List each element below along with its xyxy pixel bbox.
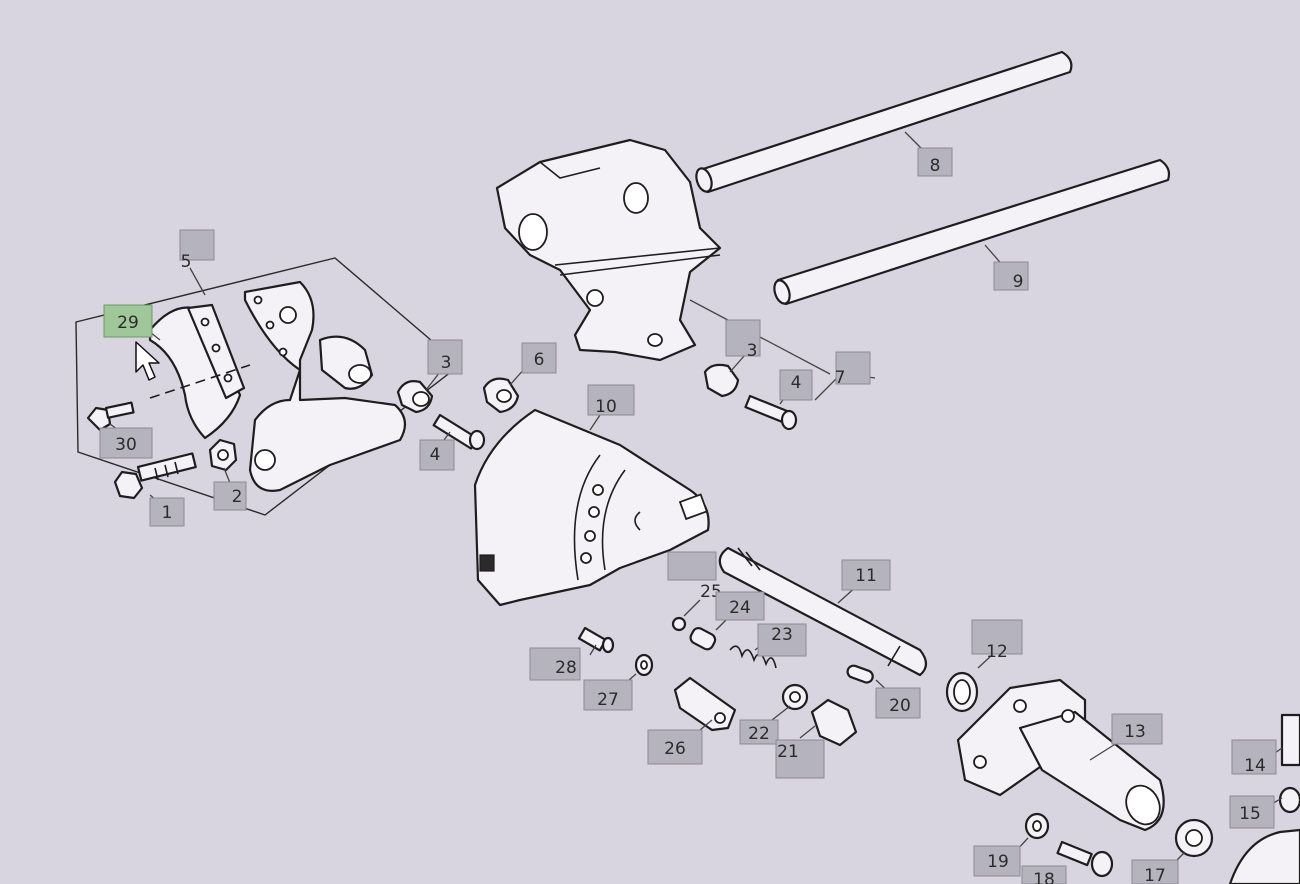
callout-11[interactable]: 11 xyxy=(841,559,891,591)
callout-8[interactable]: 8 xyxy=(917,147,953,177)
callout-4-right[interactable]: 4 xyxy=(779,369,813,401)
svg-text:17: 17 xyxy=(1144,866,1166,884)
part-16-housing-edge xyxy=(1228,828,1300,884)
part-11-shaft xyxy=(718,546,928,677)
callout-12[interactable]: 12 xyxy=(971,619,1023,662)
svg-text:12: 12 xyxy=(986,642,1008,662)
part-24-plug xyxy=(689,627,717,651)
svg-text:26: 26 xyxy=(664,739,686,759)
part-10-sector xyxy=(473,408,710,607)
callout-24[interactable]: 24 xyxy=(715,591,765,621)
part-19-washer xyxy=(1024,812,1050,840)
callout-27[interactable]: 27 xyxy=(583,679,633,711)
svg-text:5: 5 xyxy=(181,252,192,272)
part-23-spring xyxy=(729,645,777,669)
callout-15[interactable]: 15 xyxy=(1229,795,1275,829)
callout-14[interactable]: 14 xyxy=(1231,739,1277,776)
callout-1[interactable]: 1 xyxy=(149,497,185,527)
callout-9[interactable]: 9 xyxy=(993,261,1029,292)
svg-text:9: 9 xyxy=(1013,272,1024,292)
callout-29[interactable]: 29 xyxy=(103,304,153,338)
callout-10[interactable]: 10 xyxy=(587,384,635,417)
svg-text:4: 4 xyxy=(430,445,441,465)
part-30-bolt xyxy=(86,401,135,432)
part-15-washer xyxy=(1278,786,1300,814)
part-7-housing xyxy=(495,138,722,362)
svg-text:27: 27 xyxy=(597,690,619,710)
part-14-bolt xyxy=(1280,713,1300,767)
callout-2[interactable]: 2 xyxy=(213,481,247,511)
part-22-washer xyxy=(781,683,809,711)
svg-text:1: 1 xyxy=(162,503,173,523)
callout-3-right[interactable]: 3 xyxy=(725,319,761,361)
svg-text:28: 28 xyxy=(555,658,577,678)
callout-17[interactable]: 17 xyxy=(1131,859,1179,884)
svg-text:6: 6 xyxy=(534,350,545,370)
part-21-plug xyxy=(810,698,858,747)
svg-text:29: 29 xyxy=(117,313,139,333)
part-8-rod xyxy=(695,50,1073,194)
part-26-fitting xyxy=(673,676,737,732)
svg-text:2: 2 xyxy=(232,487,243,507)
callout-23[interactable]: 23 xyxy=(757,623,807,657)
svg-text:15: 15 xyxy=(1239,804,1261,824)
callout-28[interactable]: 28 xyxy=(529,647,581,681)
part-4-pin-right xyxy=(744,394,798,431)
part-5-bracket xyxy=(148,280,407,492)
part-20-key xyxy=(846,664,874,684)
svg-text:22: 22 xyxy=(748,724,770,744)
callout-3-left[interactable]: 3 xyxy=(427,339,463,375)
callout-22[interactable]: 22 xyxy=(739,719,779,745)
part-27-washer xyxy=(634,653,654,677)
callout-5[interactable]: 5 xyxy=(179,229,215,272)
callout-7[interactable]: 7 xyxy=(835,351,871,388)
part-25-ball xyxy=(671,616,687,632)
part-6-nut xyxy=(482,377,520,414)
svg-text:11: 11 xyxy=(855,566,877,586)
callout-26[interactable]: 26 xyxy=(647,729,703,765)
callout-6[interactable]: 6 xyxy=(521,342,557,374)
svg-text:19: 19 xyxy=(987,852,1009,872)
part-1-bolt xyxy=(113,452,197,500)
svg-text:23: 23 xyxy=(771,625,793,645)
part-12-o-ring xyxy=(945,671,979,713)
svg-text:3: 3 xyxy=(441,353,452,373)
svg-text:20: 20 xyxy=(889,696,911,716)
arrow-cursor-icon xyxy=(135,341,160,381)
callout-30[interactable]: 30 xyxy=(99,427,153,459)
svg-text:4: 4 xyxy=(791,373,802,393)
callout-13[interactable]: 13 xyxy=(1111,713,1163,745)
part-3-bushing-right xyxy=(703,363,740,398)
svg-text:10: 10 xyxy=(595,397,617,417)
part-3-bushing-left xyxy=(396,380,434,414)
part-13-flanged-sleeve xyxy=(956,678,1165,832)
part-28-bolt xyxy=(577,626,615,654)
part-18-bolt xyxy=(1056,840,1114,878)
callout-19[interactable]: 19 xyxy=(973,845,1021,877)
part-17-washer xyxy=(1174,818,1214,858)
part-2-nut xyxy=(208,438,238,472)
svg-text:30: 30 xyxy=(115,435,137,455)
part-4-pin-left xyxy=(432,413,486,451)
callout-18[interactable]: 18 xyxy=(1021,865,1067,884)
callout-21[interactable]: 21 xyxy=(775,739,825,779)
svg-text:13: 13 xyxy=(1124,722,1146,742)
part-9-rod xyxy=(773,158,1171,306)
svg-text:18: 18 xyxy=(1033,870,1055,884)
svg-text:3: 3 xyxy=(747,341,758,361)
callout-20[interactable]: 20 xyxy=(875,687,921,719)
svg-text:14: 14 xyxy=(1244,756,1266,776)
svg-text:7: 7 xyxy=(835,368,846,388)
svg-text:21: 21 xyxy=(777,742,799,762)
svg-text:8: 8 xyxy=(930,156,941,176)
svg-text:24: 24 xyxy=(729,598,751,618)
callout-25[interactable]: 25 xyxy=(667,551,722,602)
callout-4-left[interactable]: 4 xyxy=(419,439,455,471)
